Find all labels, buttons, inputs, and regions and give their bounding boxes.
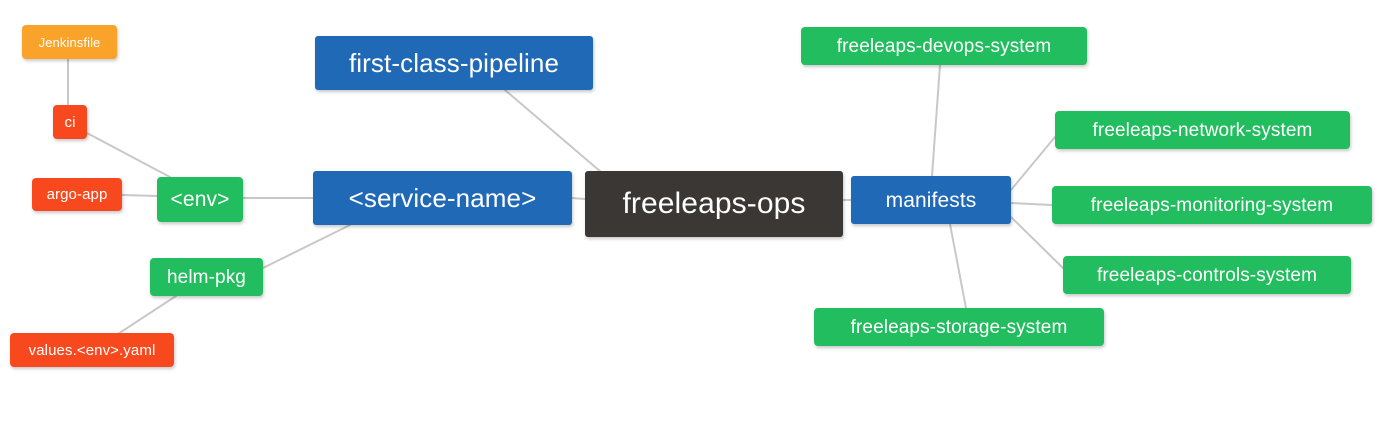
node-label-monitoring: freeleaps-monitoring-system xyxy=(1090,194,1334,216)
node-monitoring[interactable]: freeleaps-monitoring-system xyxy=(1052,186,1372,224)
node-label-valuesyaml: values.<env>.yaml xyxy=(28,341,156,359)
node-label-env: <env> xyxy=(170,188,230,211)
edge-root-to-pipeline xyxy=(504,89,602,173)
node-ci[interactable]: ci xyxy=(53,105,87,139)
edge-manifests-to-controls xyxy=(1010,216,1064,269)
node-label-manifests: manifests xyxy=(885,188,977,212)
node-network[interactable]: freeleaps-network-system xyxy=(1055,111,1350,149)
node-label-helmpkg: helm-pkg xyxy=(167,266,246,288)
node-label-devops: freeleaps-devops-system xyxy=(836,35,1052,57)
node-label-service: <service-name> xyxy=(348,183,537,213)
edge-root-to-service xyxy=(571,197,586,200)
edge-env-to-argoapp xyxy=(121,194,158,197)
edge-helmpkg-to-valuesyaml xyxy=(117,295,177,335)
node-argoapp[interactable]: argo-app xyxy=(32,178,122,211)
node-root[interactable]: freeleaps-ops xyxy=(585,171,843,237)
node-label-jenkinsfile: Jenkinsfile xyxy=(38,34,101,50)
edge-manifests-to-storage xyxy=(949,223,967,309)
node-label-root: freeleaps-ops xyxy=(622,187,806,220)
node-jenkinsfile[interactable]: Jenkinsfile xyxy=(22,25,117,59)
node-devops[interactable]: freeleaps-devops-system xyxy=(801,27,1087,65)
edge-service-to-helmpkg xyxy=(262,224,351,269)
edge-manifests-to-devops xyxy=(931,64,941,177)
node-label-controls: freeleaps-controls-system xyxy=(1096,264,1318,286)
edge-env-to-ci xyxy=(86,132,171,178)
node-manifests[interactable]: manifests xyxy=(851,176,1011,224)
edge-manifests-to-network xyxy=(1010,136,1056,191)
node-valuesyaml[interactable]: values.<env>.yaml xyxy=(10,333,174,367)
node-service[interactable]: <service-name> xyxy=(313,171,572,225)
node-label-network: freeleaps-network-system xyxy=(1092,119,1313,141)
node-helmpkg[interactable]: helm-pkg xyxy=(150,258,263,296)
node-label-pipeline: first-class-pipeline xyxy=(348,48,560,78)
node-label-argoapp: argo-app xyxy=(46,186,108,203)
node-controls[interactable]: freeleaps-controls-system xyxy=(1063,256,1351,294)
node-env[interactable]: <env> xyxy=(157,177,243,222)
node-storage[interactable]: freeleaps-storage-system xyxy=(814,308,1104,346)
node-pipeline[interactable]: first-class-pipeline xyxy=(315,36,593,90)
edge-manifests-to-monitoring xyxy=(1010,202,1053,206)
node-label-storage: freeleaps-storage-system xyxy=(850,316,1068,338)
node-label-ci: ci xyxy=(64,113,76,131)
